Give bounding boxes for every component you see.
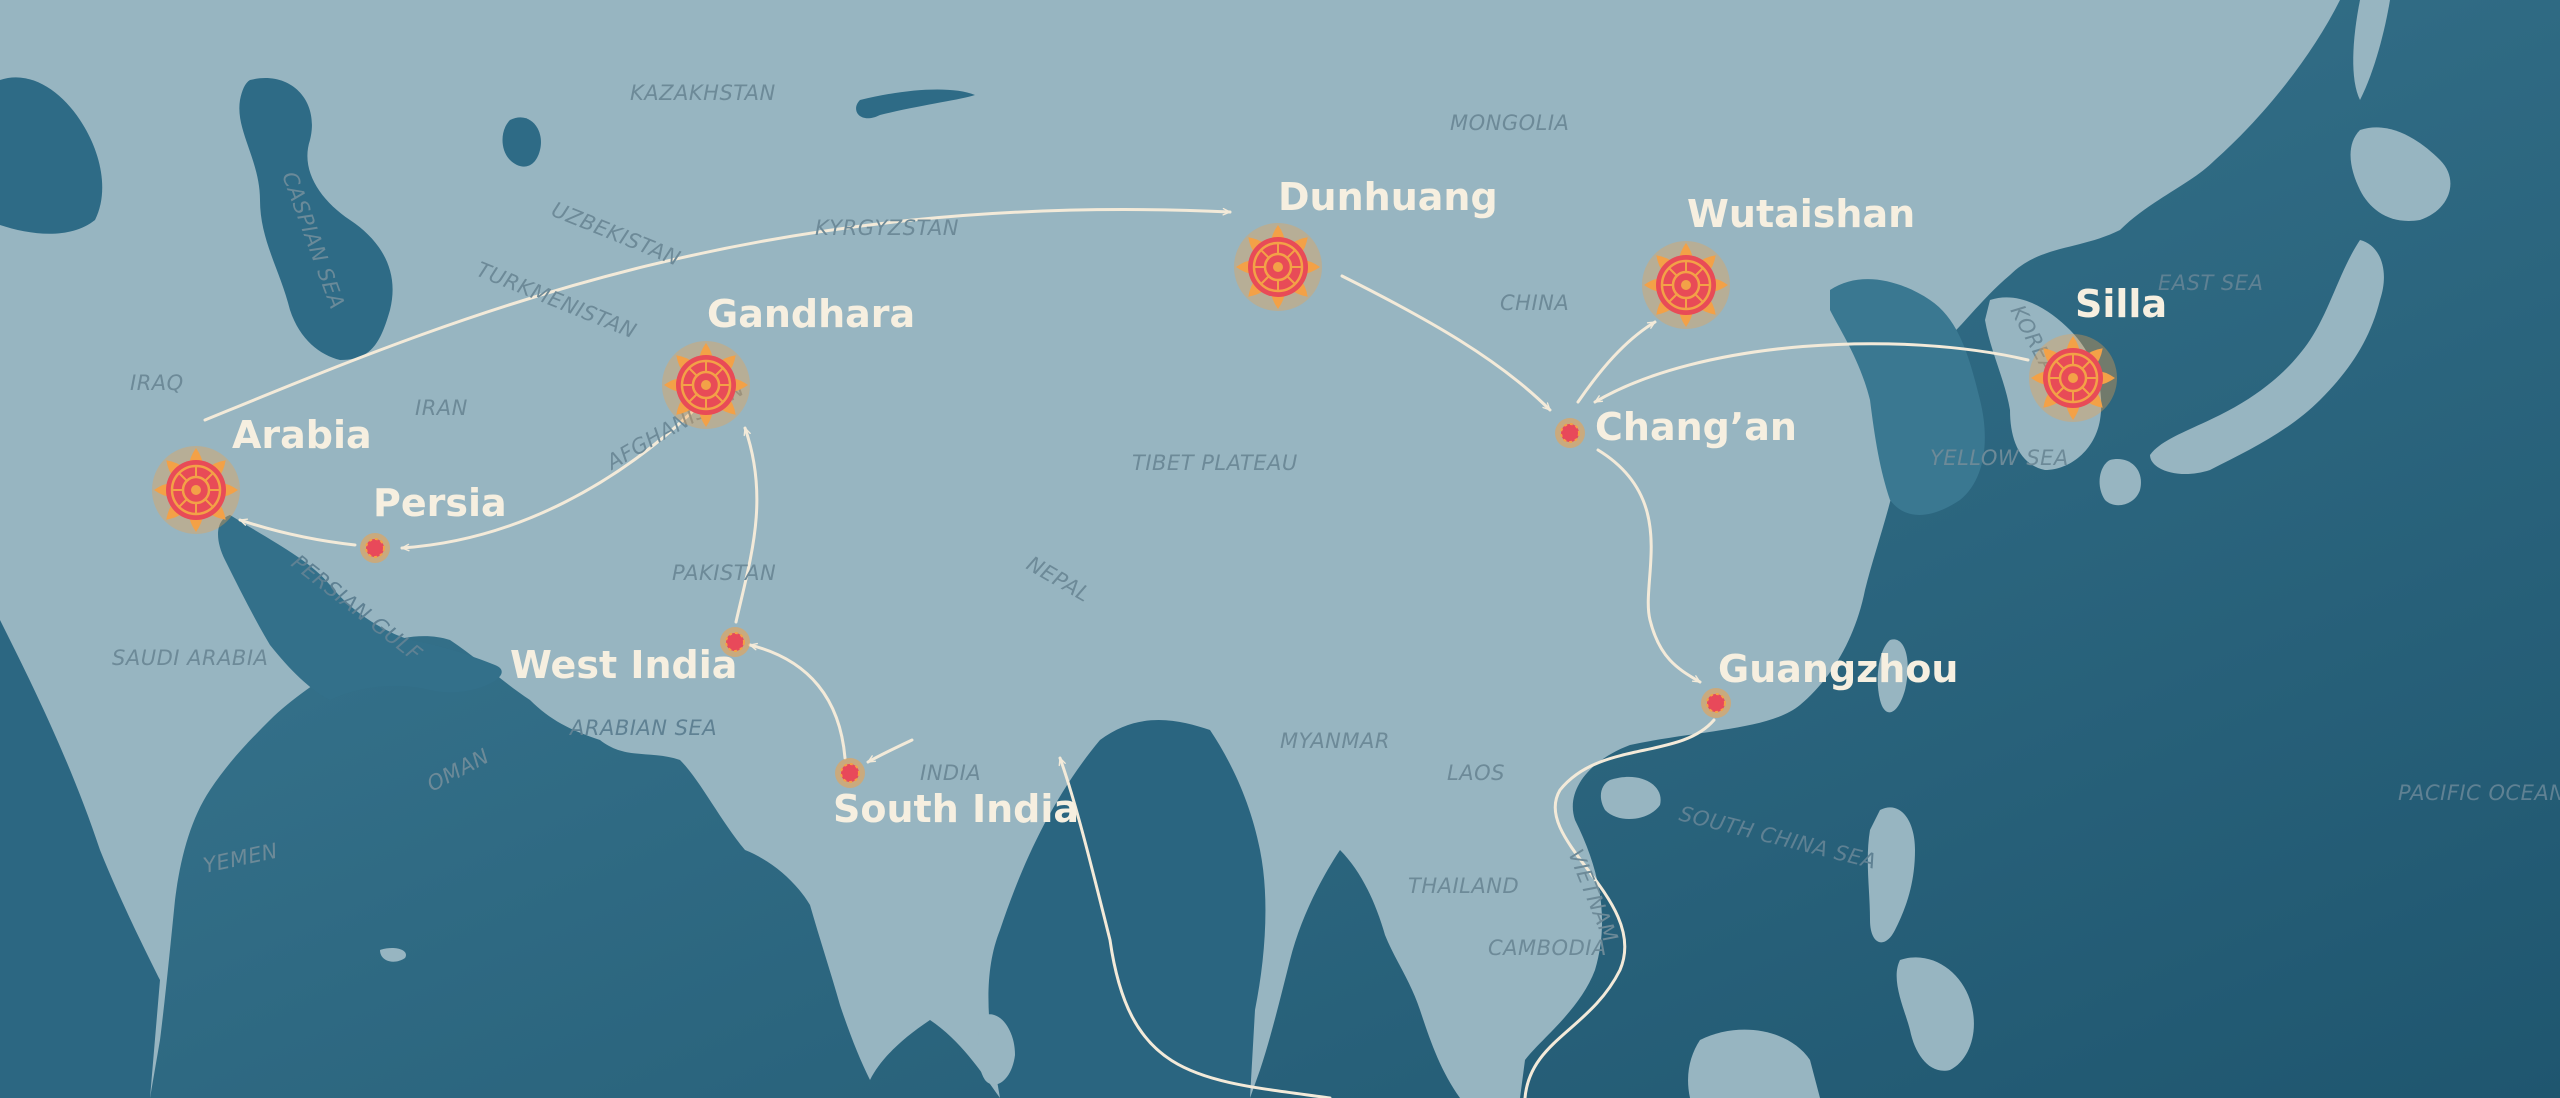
route-sea-west <box>1058 756 1332 1098</box>
city-label-changan: Chang’an <box>1595 405 1797 449</box>
route-silla-changan <box>1593 342 2030 404</box>
region-east-sea: EAST SEA <box>2158 271 2263 295</box>
silla-lotus-icon[interactable] <box>2027 332 2119 424</box>
region-arabian-sea: ARABIAN SEA <box>568 716 717 740</box>
changan-dot-icon[interactable] <box>1554 417 1586 449</box>
region-iraq: IRAQ <box>130 371 184 395</box>
region-iran: IRAN <box>415 396 468 420</box>
region-china: CHINA <box>1500 291 1569 315</box>
black-sea <box>0 77 103 234</box>
region-saudi-arabia: SAUDI ARABIA <box>112 646 268 670</box>
city-labels: Dunhuang Wutaishan Gandhara Silla Arabia… <box>232 175 2167 831</box>
region-cambodia: CAMBODIA <box>1488 936 1607 960</box>
persia-dot-icon[interactable] <box>359 532 391 564</box>
persian-gulf-water <box>218 515 502 700</box>
region-kazakhstan: KAZAKHSTAN <box>630 81 776 105</box>
region-india: INDIA <box>920 761 981 785</box>
region-pakistan: PAKISTAN <box>672 561 776 585</box>
dunhuang-lotus-icon[interactable] <box>1232 221 1324 313</box>
city-label-persia: Persia <box>373 481 507 525</box>
sri-lanka <box>977 1014 1015 1085</box>
city-label-wutaishan: Wutaishan <box>1687 192 1915 236</box>
route-dunhuang-changan <box>1340 274 1552 412</box>
region-mongolia: MONGOLIA <box>1450 111 1569 135</box>
region-myanmar: MYANMAR <box>1280 729 1390 753</box>
city-label-south-india: South India <box>833 787 1079 831</box>
route-changan-wutaishan <box>1576 320 1657 404</box>
route-arabia-dunhuang <box>203 207 1232 422</box>
socotra <box>380 947 406 962</box>
region-yellow-sea: YELLOW SEA <box>1930 446 2069 470</box>
philippines-luzon <box>1867 807 1915 943</box>
route-southindia-westindia <box>748 642 847 760</box>
sakhalin <box>2353 0 2390 100</box>
route-westindia-gandhara <box>734 426 759 624</box>
red-sea <box>0 620 160 1098</box>
japan-hokkaido <box>2350 127 2451 221</box>
japan-kyushu <box>2099 459 2141 506</box>
gandhara-lotus-icon[interactable] <box>660 339 752 431</box>
asia-landmass <box>0 0 2340 1098</box>
caspian-sea-water <box>239 78 393 360</box>
arabia-lotus-icon[interactable] <box>150 444 242 536</box>
city-label-west-india: West India <box>510 643 737 687</box>
yellow-sea-water <box>1830 279 1985 515</box>
route-persia-arabia <box>238 518 357 547</box>
city-label-arabia: Arabia <box>232 413 372 457</box>
borneo <box>1688 1029 1820 1098</box>
route-gandhara-persia <box>400 410 694 552</box>
region-thailand: THAILAND <box>1408 874 1519 898</box>
balkhash-lake <box>856 89 975 119</box>
region-kyrgyzstan: KYRGYZSTAN <box>815 216 959 240</box>
japan-honshu <box>2150 240 2384 475</box>
city-label-silla: Silla <box>2075 282 2167 326</box>
hainan <box>1600 776 1661 820</box>
region-pacific-ocean: PACIFIC OCEAN <box>2398 781 2560 805</box>
region-tibet-plateau: TIBET PLATEAU <box>1132 451 1298 475</box>
city-label-gandhara: Gandhara <box>707 292 915 336</box>
route-guangzhou-sea <box>1523 718 1716 1098</box>
city-label-dunhuang: Dunhuang <box>1278 175 1498 219</box>
aral-sea <box>502 117 541 167</box>
city-label-guangzhou: Guangzhou <box>1718 647 1958 691</box>
route-to-southindia <box>866 738 914 764</box>
routes <box>203 207 2030 1098</box>
taiwan <box>1877 639 1908 713</box>
south-india-dot-icon[interactable] <box>834 757 866 789</box>
guangzhou-dot-icon[interactable] <box>1700 687 1732 719</box>
wutaishan-lotus-icon[interactable] <box>1640 239 1732 331</box>
philippines-south <box>1896 957 1974 1071</box>
bay-of-bengal <box>988 720 1266 1098</box>
route-changan-guangzhou <box>1596 448 1702 684</box>
region-laos: LAOS <box>1447 761 1505 785</box>
